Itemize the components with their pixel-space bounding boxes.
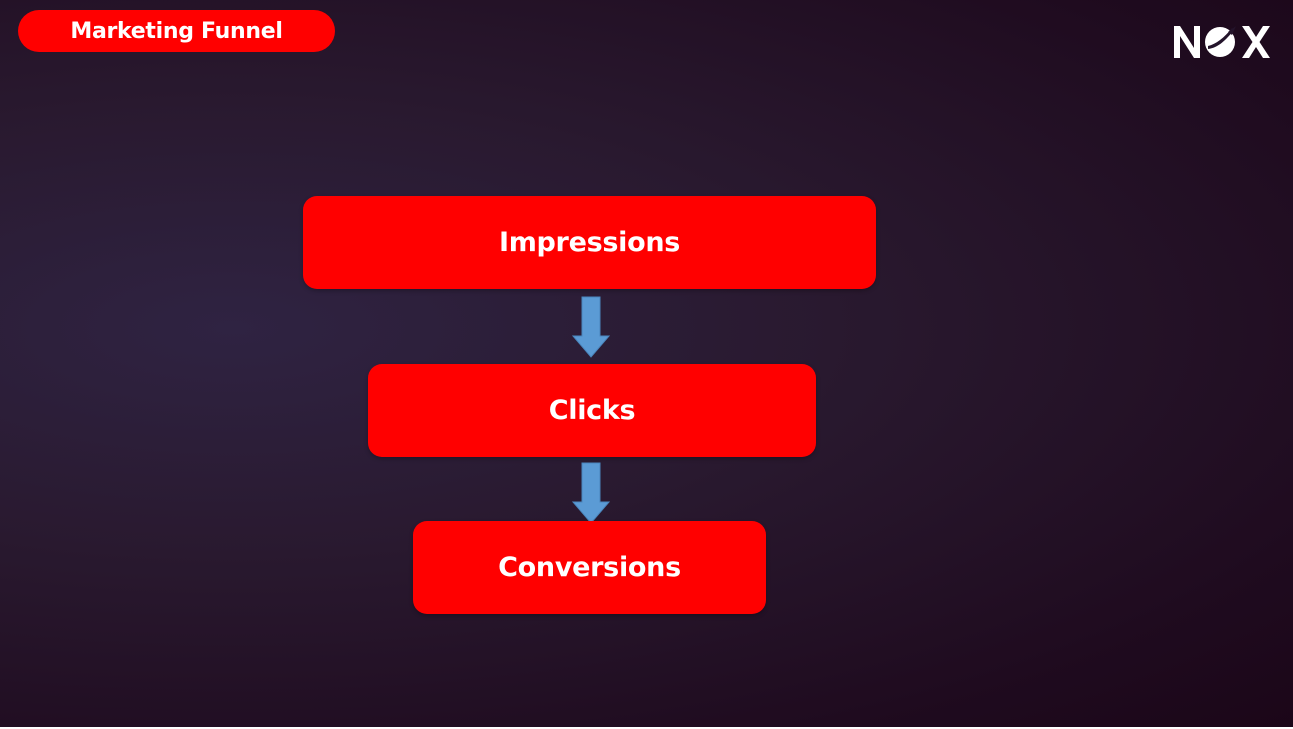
funnel-stage-clicks: Clicks [368, 364, 816, 457]
bottom-divider [0, 727, 1293, 729]
funnel-stage-impressions: Impressions [303, 196, 876, 289]
page-title: Marketing Funnel [18, 10, 335, 52]
down-arrow-icon [572, 462, 610, 524]
nox-logo [1174, 26, 1270, 58]
funnel-stage-conversions: Conversions [413, 521, 766, 614]
down-arrow-icon [572, 296, 610, 358]
